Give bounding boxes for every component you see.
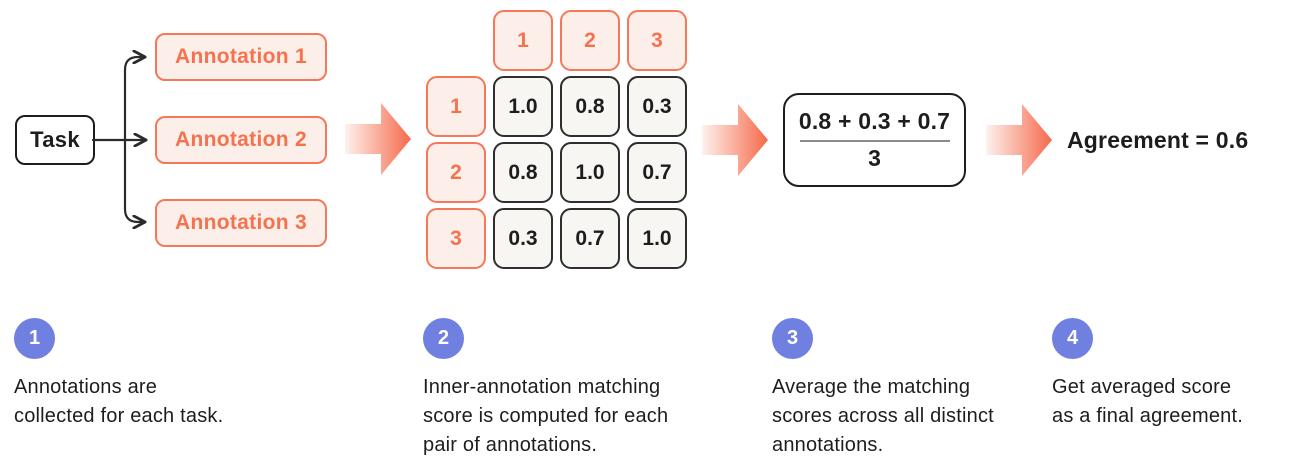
matrix-col-header: 2 — [560, 10, 620, 71]
caption-line: scores across all distinct — [772, 405, 994, 427]
flow-arrow-icon — [345, 103, 411, 175]
caption-line: pair of annotations. — [423, 434, 598, 456]
task-box: Task — [15, 115, 95, 165]
caption-line: Annotations are — [14, 376, 158, 398]
formula-numerator: 0.8 + 0.3 + 0.7 — [798, 108, 951, 134]
caption-line: Average the matching — [772, 376, 971, 398]
step-1-badge: 1 — [14, 318, 55, 359]
matrix-col-header: 3 — [627, 10, 687, 71]
matrix-row-header: 1 — [426, 76, 486, 137]
matrix-cell: 1.0 — [493, 76, 553, 137]
caption-line: Get averaged score — [1052, 376, 1232, 398]
matrix-cell: 0.8 — [493, 142, 553, 203]
fraction-line — [799, 140, 950, 142]
step-3-badge: 3 — [772, 318, 813, 359]
step-4-badge: 4 — [1052, 318, 1093, 359]
step-2: 2 Inner-annotation matching score is com… — [423, 318, 668, 460]
step-4: 4 Get averaged score as a final agreemen… — [1052, 318, 1243, 431]
caption-line: as a final agreement. — [1052, 405, 1243, 427]
agreement-result: Agreement = 0.6 — [1067, 127, 1249, 153]
step-2-caption: Inner-annotation matching score is compu… — [423, 373, 668, 460]
caption-line: collected for each task. — [14, 405, 224, 427]
step-3-caption: Average the matching scores across all d… — [772, 373, 994, 460]
formula-denominator: 3 — [868, 145, 881, 171]
flow-arrow-icon — [702, 104, 768, 176]
matrix-cell: 0.8 — [560, 76, 620, 137]
matrix-cell: 1.0 — [627, 208, 687, 269]
caption-line: Inner-annotation matching — [423, 376, 661, 398]
matrix-col-header: 1 — [493, 10, 553, 71]
annotation-2-box: Annotation 2 — [155, 116, 327, 164]
matrix-cell: 0.3 — [493, 208, 553, 269]
step-4-caption: Get averaged score as a final agreement. — [1052, 373, 1243, 431]
matrix-row-header: 2 — [426, 142, 486, 203]
matrix-corner — [426, 10, 486, 71]
matching-score-matrix: 1 2 3 1 1.0 0.8 0.3 2 0.8 1.0 0.7 3 0.3 … — [426, 10, 687, 269]
step-1: 1 Annotations are collected for each tas… — [14, 318, 223, 431]
task-branch-connectors-icon — [91, 30, 160, 255]
matrix-cell: 0.7 — [627, 142, 687, 203]
step-1-caption: Annotations are collected for each task. — [14, 373, 223, 431]
flow-arrow-icon — [986, 104, 1052, 176]
step-2-badge: 2 — [423, 318, 464, 359]
matrix-cell: 0.7 — [560, 208, 620, 269]
step-3: 3 Average the matching scores across all… — [772, 318, 994, 460]
caption-line: annotations. — [772, 434, 884, 456]
annotation-3-box: Annotation 3 — [155, 199, 327, 247]
matrix-cell: 1.0 — [560, 142, 620, 203]
average-formula-box: 0.8 + 0.3 + 0.7 3 — [783, 93, 966, 187]
matrix-cell: 0.3 — [627, 76, 687, 137]
annotation-1-box: Annotation 1 — [155, 33, 327, 81]
caption-line: score is computed for each — [423, 405, 669, 427]
matrix-row-header: 3 — [426, 208, 486, 269]
